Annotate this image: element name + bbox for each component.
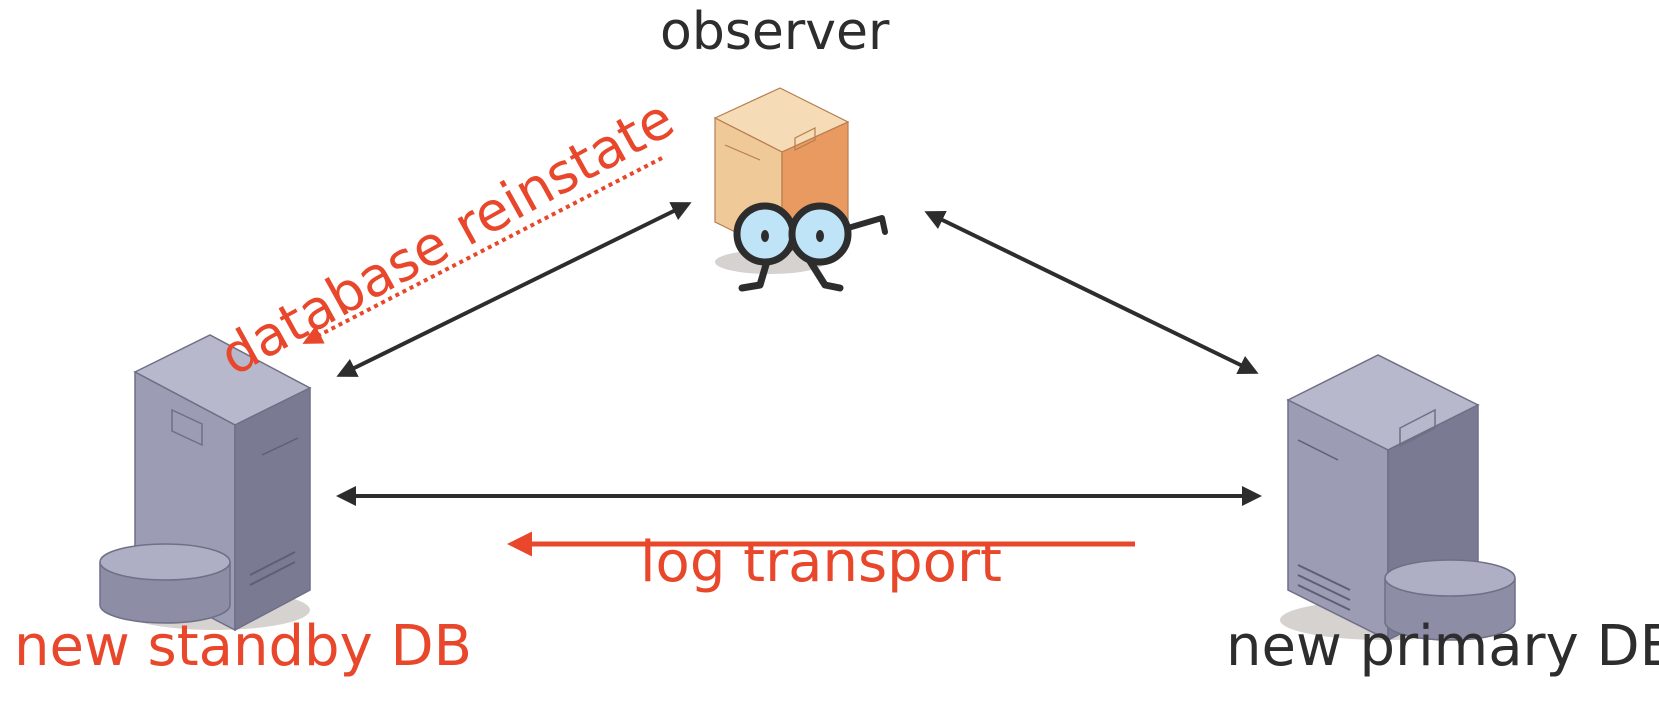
observer-icon xyxy=(713,87,888,292)
database-reinstate-arrow xyxy=(302,156,663,344)
primary-db-label: new primary DB xyxy=(1226,614,1659,679)
primary-server-icon xyxy=(1280,354,1516,642)
standby-server-icon xyxy=(99,334,312,632)
observer-primary-arrow xyxy=(924,211,1259,374)
standby-observer-arrow xyxy=(336,202,692,377)
standby-db-label: new standby DB xyxy=(14,614,473,679)
log-transport-label: log transport xyxy=(640,530,1002,595)
observer-label: observer xyxy=(660,2,890,62)
